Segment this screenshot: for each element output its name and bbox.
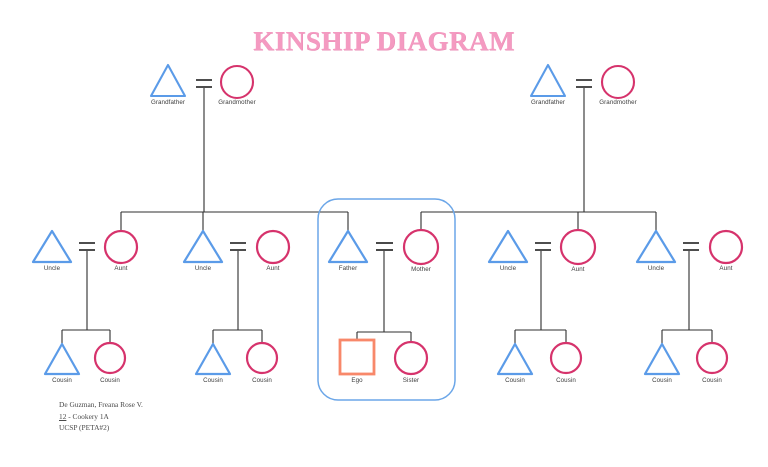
label-grandmother-left: Grandmother	[218, 99, 256, 106]
label-cousin-1b: Cousin	[100, 377, 120, 384]
symbol-triangle-uncle-1	[31, 229, 73, 264]
label-uncle-1: Uncle	[43, 265, 61, 272]
union-symbol-couple-5	[683, 242, 699, 251]
label-grandmother-right: Grandmother	[599, 99, 637, 106]
symbol-triangle-father	[327, 229, 369, 264]
symbol-circle-sister	[393, 340, 429, 376]
label-grandfather-left: Grandfather	[150, 99, 186, 106]
signature-section: 12 - Cookery 1A	[59, 411, 143, 423]
symbol-triangle-uncle-4	[487, 229, 529, 264]
symbol-triangle-cousin-1a	[43, 342, 81, 376]
label-aunt-2: Aunt	[266, 265, 280, 272]
symbol-triangle-uncle-5	[635, 229, 677, 264]
label-cousin-4b: Cousin	[556, 377, 576, 384]
symbol-circle-cousin-1b	[93, 341, 127, 375]
label-cousin-2a: Cousin	[203, 377, 223, 384]
symbol-circle-grandmother-left	[219, 64, 255, 100]
label-aunt-4: Aunt	[571, 266, 585, 273]
union-symbol-grandparents-left	[196, 79, 212, 88]
symbol-triangle-grandfather-right	[529, 63, 567, 98]
label-uncle-4: Uncle	[499, 265, 517, 272]
label-aunt-5: Aunt	[719, 265, 733, 272]
label-cousin-1a: Cousin	[52, 377, 72, 384]
label-sister: Sister	[402, 377, 420, 384]
union-symbol-couple-parents	[376, 242, 393, 251]
union-symbol-couple-1	[79, 242, 95, 251]
label-ego: Ego	[351, 377, 363, 384]
symbol-circle-cousin-2b	[245, 341, 279, 375]
page-title: KINSHIP DIAGRAM	[253, 26, 515, 56]
union-symbol-couple-4	[535, 242, 551, 251]
symbol-circle-grandmother-right	[600, 64, 636, 100]
symbol-triangle-cousin-2a	[194, 342, 232, 376]
label-cousin-2b: Cousin	[252, 377, 272, 384]
nuclear-family-highlight	[317, 198, 456, 401]
label-grandfather-right: Grandfather	[530, 99, 566, 106]
label-father: Father	[338, 265, 358, 272]
symbol-circle-mother	[402, 228, 440, 266]
label-mother: Mother	[411, 266, 431, 273]
symbol-triangle-grandfather-left	[149, 63, 187, 98]
signature-subject: UCSP (PETA#2)	[59, 423, 110, 433]
label-uncle-5: Uncle	[647, 265, 665, 272]
author-signature-block: De Guzman, Freana Rose V. 12 - Cookery 1…	[59, 399, 143, 434]
symbol-circle-cousin-5b	[695, 341, 729, 375]
symbol-circle-aunt-1	[103, 229, 139, 265]
symbol-circle-cousin-4b	[549, 341, 583, 375]
union-symbol-couple-2	[230, 242, 246, 251]
symbol-circle-aunt-4	[559, 228, 597, 266]
label-aunt-1: Aunt	[114, 265, 128, 272]
symbol-square-ego	[338, 338, 376, 376]
symbol-triangle-cousin-4a	[496, 342, 534, 376]
symbol-triangle-uncle-2	[182, 229, 224, 264]
symbol-triangle-cousin-5a	[643, 342, 681, 376]
label-cousin-5a: Cousin	[652, 377, 672, 384]
symbol-circle-aunt-5	[708, 229, 744, 265]
symbol-circle-aunt-2	[255, 229, 291, 265]
label-cousin-5b: Cousin	[702, 377, 722, 384]
signature-course: - Cookery 1A	[66, 411, 109, 421]
union-symbol-grandparents-right	[576, 79, 592, 88]
signature-grade: 12	[59, 411, 67, 421]
label-cousin-4a: Cousin	[505, 377, 525, 384]
label-uncle-2: Uncle	[194, 265, 212, 272]
signature-name: De Guzman, Freana Rose V.	[59, 400, 143, 409]
